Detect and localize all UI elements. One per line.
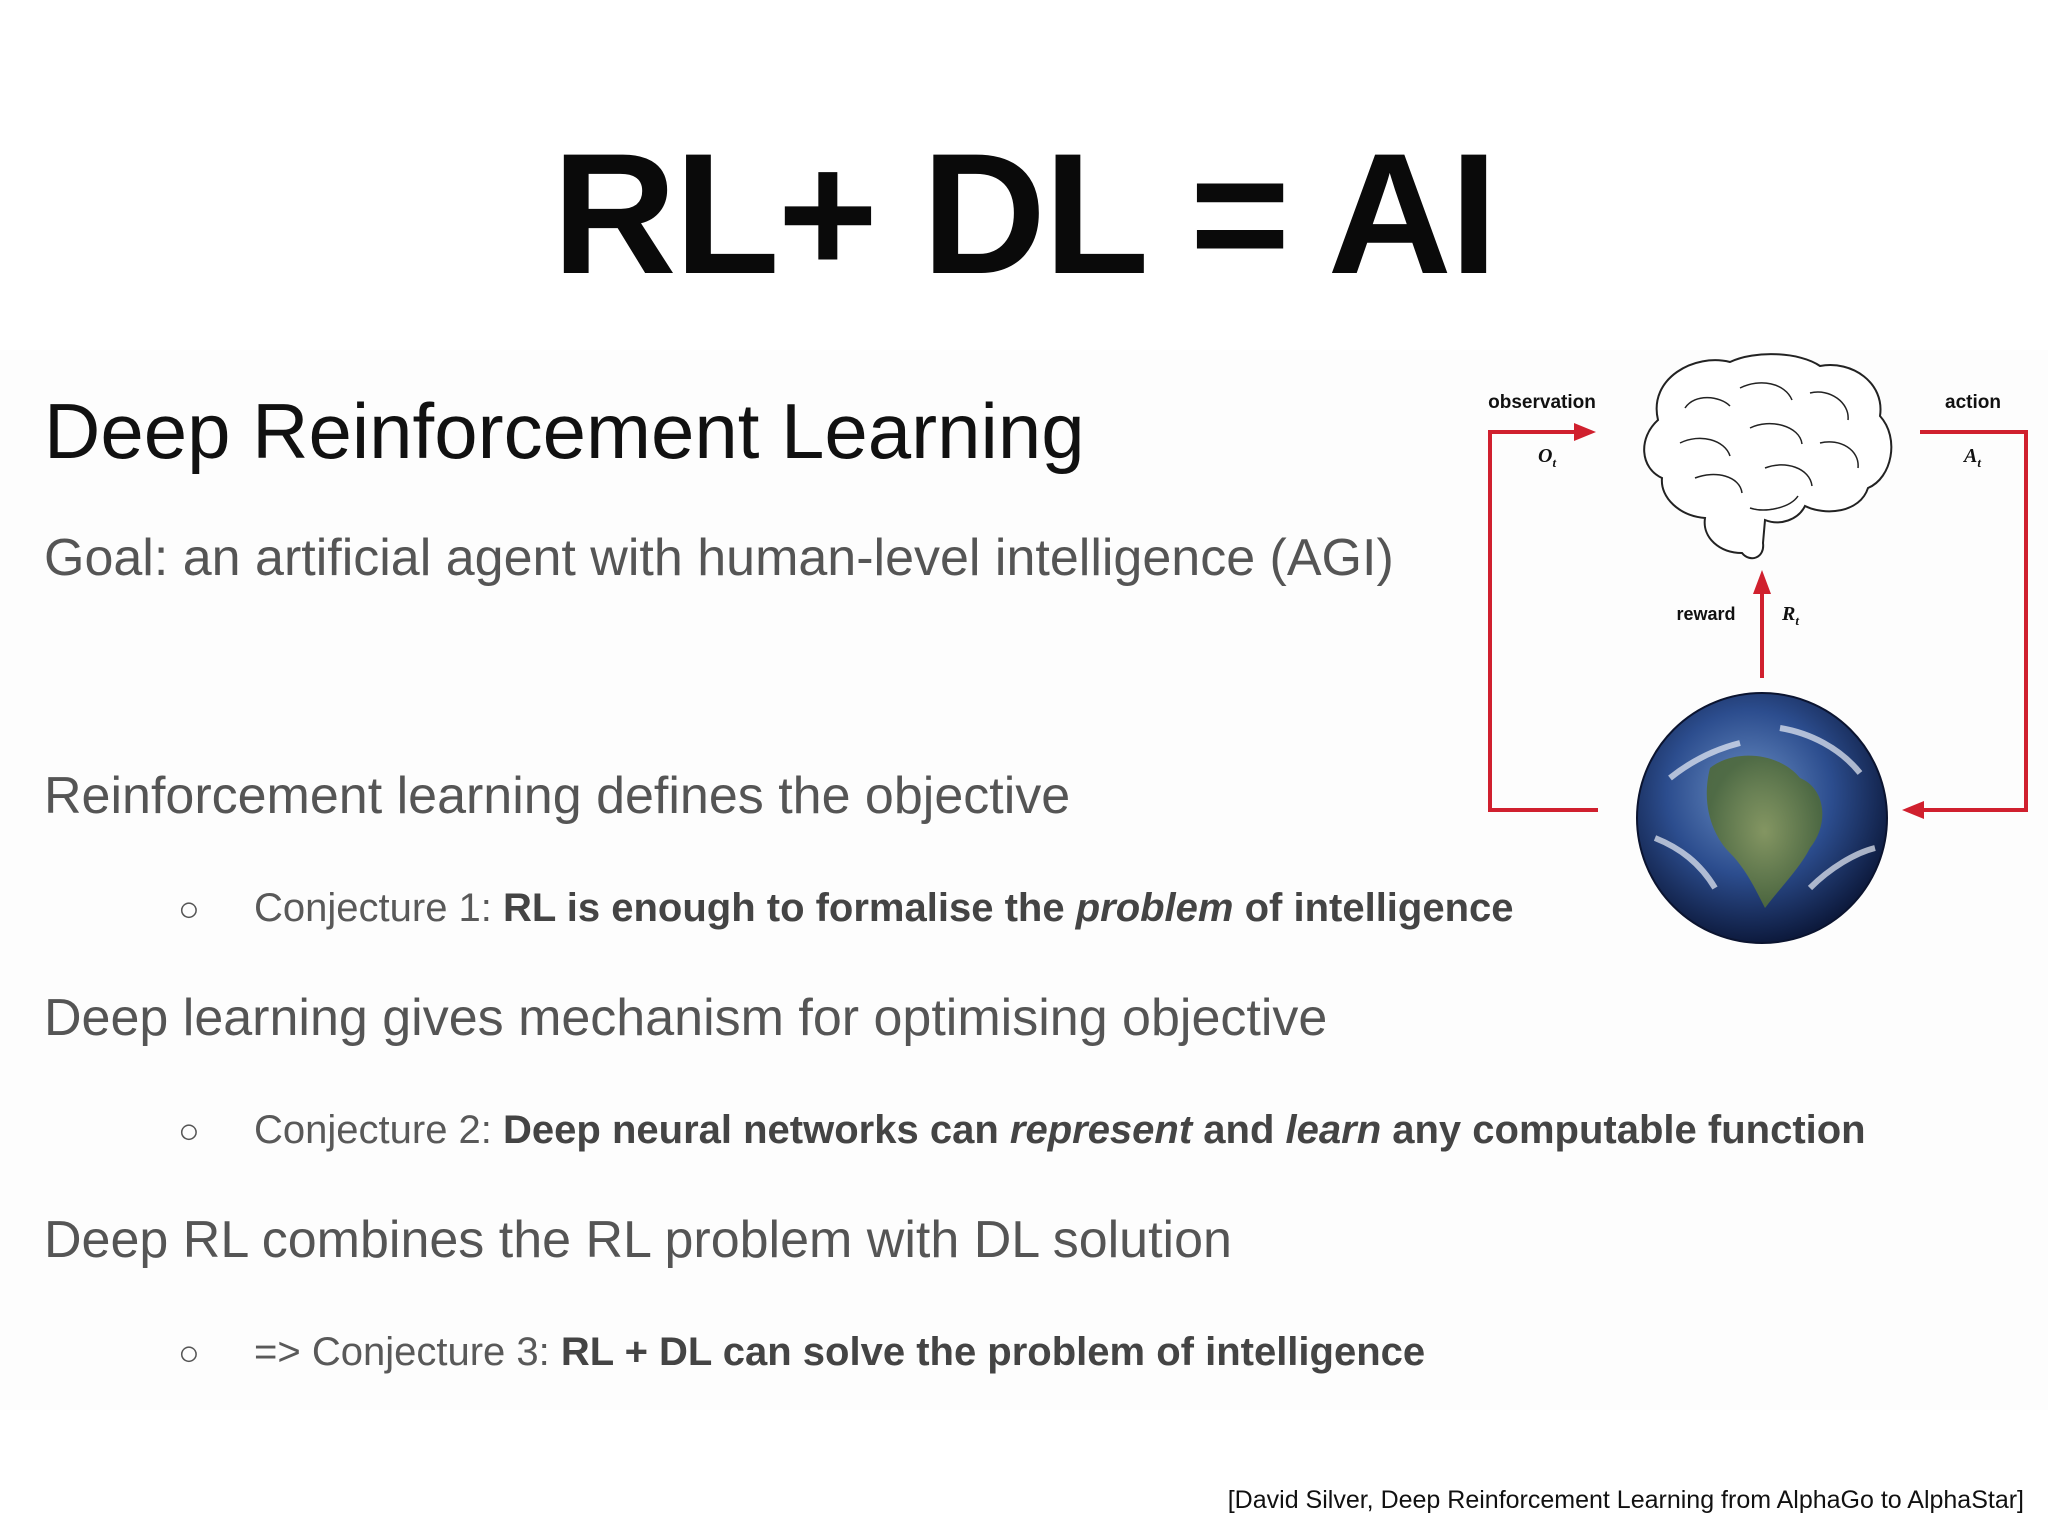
bullet-emphasis: Deep neural networks can: [503, 1108, 1010, 1152]
bullet-emphasis: of intelligence: [1233, 886, 1514, 930]
bullet-emphasis: represent: [1009, 1108, 1193, 1152]
bullet-prefix: Conjecture 2:: [254, 1108, 504, 1152]
reward-symbol: Rt: [1781, 603, 1799, 628]
bullet-emphasis: RL is enough to formalise the: [503, 886, 1076, 930]
goal-text: Goal: an artificial agent with human-lev…: [44, 529, 1394, 587]
section-subtitle: Deep Reinforcement Learning: [44, 387, 1085, 475]
bullet-emphasis: learn: [1285, 1108, 1382, 1152]
bullet-conjecture-2: ○ Conjecture 2: Deep neural networks can …: [178, 1110, 1866, 1150]
bullet-prefix: => Conjecture 3:: [254, 1330, 561, 1374]
earth-icon: [1636, 692, 1888, 944]
observation-arrow: [1488, 423, 1598, 812]
bullet-text: => Conjecture 3: RL + DL can solve the p…: [254, 1330, 1425, 1374]
bullet-marker: ○: [178, 888, 200, 929]
bullet-emphasis: any computable function: [1381, 1108, 1866, 1152]
heading-reinforcement-learning: Reinforcement learning defines the objec…: [44, 767, 1071, 825]
bullet-marker: ○: [178, 1110, 200, 1151]
citation: [David Silver, Deep Reinforcement Learni…: [1227, 1486, 2024, 1514]
agent-environment-diagram: observation Ot action At reward Rt: [1488, 353, 2028, 944]
bullet-emphasis: problem: [1075, 886, 1234, 930]
bullet-marker: ○: [178, 1332, 200, 1373]
reward-label: reward: [1676, 604, 1735, 624]
observation-symbol: Ot: [1538, 445, 1556, 470]
heading-deep-learning: Deep learning gives mechanism for optimi…: [44, 989, 1328, 1047]
bullet-emphasis: RL + DL can solve the problem of intelli…: [560, 1330, 1426, 1374]
action-arrow: [1902, 430, 2028, 819]
observation-label: observation: [1488, 392, 1596, 413]
bullet-text: Conjecture 1: RL is enough to formalise …: [254, 886, 1514, 930]
bullet-conjecture-3: ○ => Conjecture 3: RL + DL can solve the …: [178, 1332, 1425, 1372]
bullet-text: Conjecture 2: Deep neural networks can r…: [254, 1108, 1866, 1152]
reward-arrow: [1753, 570, 1771, 678]
action-symbol: At: [1962, 445, 1981, 470]
bullet-emphasis: and: [1192, 1108, 1286, 1152]
slide-title: RL+ DL = AI: [552, 118, 1497, 310]
heading-deep-rl: Deep RL combines the RL problem with DL …: [44, 1211, 1232, 1269]
action-label: action: [1945, 392, 2001, 413]
bullet-prefix: Conjecture 1:: [254, 886, 504, 930]
brain-icon: [1643, 353, 1893, 560]
bullet-conjecture-1: ○ Conjecture 1: RL is enough to formalise…: [178, 888, 1514, 928]
